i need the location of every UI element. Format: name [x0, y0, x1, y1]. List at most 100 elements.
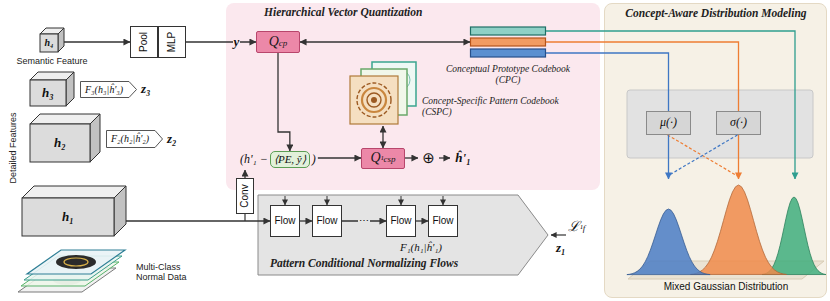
flow-box: Flow	[428, 205, 458, 237]
image-sheet	[24, 256, 122, 280]
node-text: F₁(h₁|ĥ'₁)	[400, 241, 442, 254]
gaussian-plot-art	[626, 179, 826, 297]
gaussian-component	[691, 185, 787, 274]
flow-connector	[546, 42, 739, 111]
module-region: Hierarchical Vector QuantizationQcpConce…	[226, 3, 600, 190]
slab-front	[30, 80, 66, 106]
flow-connector	[439, 157, 450, 158]
prototype-bar	[471, 38, 546, 46]
mixing-line	[668, 135, 738, 176]
flow-connector	[416, 220, 428, 221]
output-symbol: ĥ'₁	[450, 148, 476, 168]
node-text: F₃(h₃|ĥ'₃)	[85, 84, 123, 96]
data-caption: Multi-Class Normal Data	[136, 262, 200, 283]
add-operator: ⊕	[418, 149, 439, 168]
pattern-ring	[357, 83, 391, 117]
condition-arrow	[443, 196, 444, 205]
flow-tag: F₂(h₂|ĥ'₂)	[106, 130, 163, 148]
codebook-bars: Conceptual Prototype Codebook (CPC)	[470, 26, 546, 60]
feature-slab: h₂	[30, 114, 100, 162]
node-text: )	[312, 153, 316, 167]
node-text: Concept-Specific Pattern Codebook (CSPC)	[422, 96, 572, 118]
node-text: Pool	[138, 32, 150, 52]
latent-symbol: z₂	[167, 132, 177, 147]
node-text: μ(·)	[660, 116, 677, 130]
loss-symbol: ℒ¹f	[568, 219, 585, 235]
feature-slab-art	[22, 186, 126, 236]
edge-label: y	[233, 35, 241, 50]
flow-connector	[278, 53, 290, 151]
flow-connector	[738, 135, 739, 179]
pattern-core	[371, 97, 377, 103]
flow-connector	[382, 126, 383, 148]
mean-box: μ(·)	[646, 111, 691, 135]
feature-slab: h₃	[30, 72, 74, 106]
node-text: Flow	[316, 215, 337, 227]
object-blob	[56, 255, 96, 269]
position-box: ⟨PE, ŷ⟩	[270, 151, 310, 168]
node-text: (h'₁ −	[240, 153, 268, 167]
image-sheet	[21, 262, 119, 286]
condition-arrows	[285, 196, 443, 205]
node-text: Qcp	[269, 34, 288, 50]
flow-connector	[64, 41, 130, 42]
slab-side	[58, 28, 64, 52]
flow-box: Flow	[386, 205, 416, 237]
std-box: σ(·)	[716, 111, 761, 135]
band-outline	[258, 195, 548, 275]
image-sheet	[27, 250, 125, 274]
node-text: σ(·)	[730, 116, 747, 130]
node-text: Semantic Feature	[16, 56, 87, 66]
node-text: MLP	[166, 32, 178, 53]
gaussian-component	[762, 197, 826, 275]
node-text: Hierarchical Vector Quantization	[264, 6, 422, 19]
pool-box: Pool	[130, 26, 158, 58]
loss-arrow	[551, 234, 566, 235]
latent-symbol: z₃	[141, 82, 151, 97]
codebook-bars-art	[470, 26, 546, 60]
flow-connector	[300, 41, 470, 42]
tag-outline	[107, 131, 163, 148]
flow-connector	[318, 157, 361, 158]
axis-label: Detailed Features	[8, 112, 18, 183]
node-text: Conceptual Prototype Codebook (CPC)	[433, 64, 583, 86]
condition-arrow	[401, 196, 402, 205]
parameter-panel	[627, 90, 813, 158]
expression: (h'₁ −)⟨PE, ŷ⟩	[238, 150, 318, 170]
edge-label: ⋯	[358, 215, 370, 227]
node-text: Conv	[239, 184, 251, 207]
node-text: Flow	[432, 215, 453, 227]
mlp-box: MLP	[158, 26, 186, 58]
slab-front	[40, 34, 58, 52]
feature-cube: h₄Semantic Feature	[40, 28, 64, 52]
node-text: h₁	[62, 210, 74, 225]
node-text: h₂	[54, 136, 66, 151]
node-text: ⊕	[422, 151, 435, 166]
slab-front	[30, 124, 90, 162]
slab-side	[114, 186, 126, 236]
quantizer-box: Qcp	[256, 31, 300, 53]
pattern-ring	[367, 93, 381, 107]
slab-front	[22, 198, 114, 236]
node-text: h₄	[44, 37, 53, 49]
flow-connector	[546, 53, 669, 111]
node-text: Concept-Aware Distribution Modeling	[625, 7, 806, 20]
slab-top	[22, 186, 126, 198]
flow-connector	[244, 170, 245, 178]
flow-connector	[546, 31, 795, 179]
junction-line	[244, 214, 245, 221]
flow-connector	[186, 41, 256, 42]
slab-side	[66, 72, 74, 106]
slab-top	[30, 114, 100, 124]
mixing-line	[668, 135, 738, 176]
flow-connector	[126, 220, 270, 221]
flow-connector	[405, 157, 418, 158]
condition-arrow	[327, 196, 328, 205]
node-text: h₃	[42, 86, 54, 101]
pattern-frame	[350, 76, 398, 124]
tag-outline	[81, 82, 137, 98]
module-region: Concept-Aware Distribution Modeling μ(·) σ…	[604, 3, 827, 298]
object-blob	[64, 258, 88, 266]
